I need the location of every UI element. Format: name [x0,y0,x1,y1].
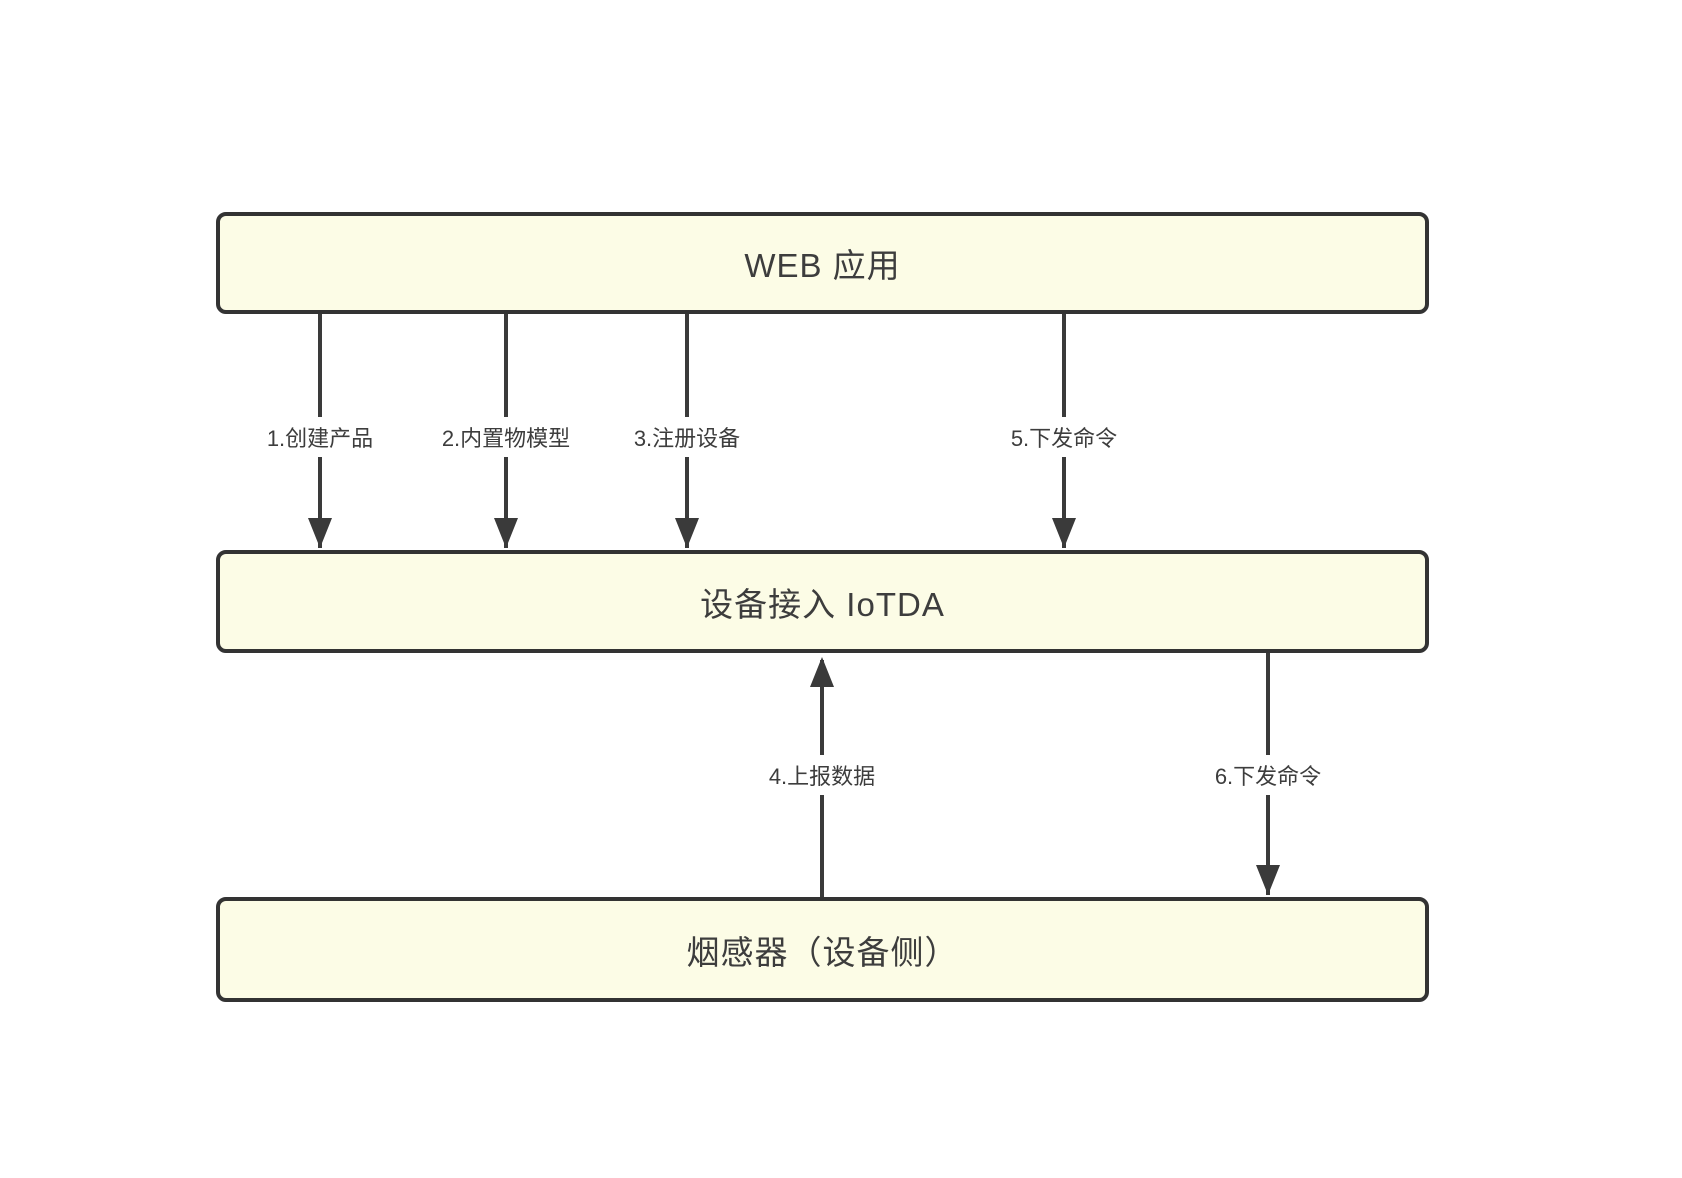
arrowhead-down-icon [494,518,518,548]
arrowhead-down-icon [308,518,332,548]
node-iotda-label: 设备接入 IoTDA [700,585,945,623]
node-iotda: 设备接入 IoTDA [216,550,1429,653]
arrowhead-down-icon [1256,865,1280,895]
arrow-label-create-product: 1.创建产品 [260,417,380,457]
node-web-app-label: WEB 应用 [744,247,901,284]
arrowhead-up-icon [810,657,834,687]
node-web-app: WEB 应用 [216,212,1429,314]
arrowhead-down-icon [1052,518,1076,548]
arrowhead-down-icon [675,518,699,548]
arrow-label-send-command-device: 6.下发命令 [1208,755,1328,795]
arrow-label-register-device: 3.注册设备 [627,417,747,457]
arrow-label-report-data: 4.上报数据 [762,755,882,795]
node-smoke-sensor-label: 烟感器（设备侧） [686,933,959,971]
arrow-label-send-command-app: 5.下发命令 [1004,417,1124,457]
arrow-label-object-model: 2.内置物模型 [435,417,577,457]
node-smoke-sensor: 烟感器（设备侧） [216,897,1429,1002]
